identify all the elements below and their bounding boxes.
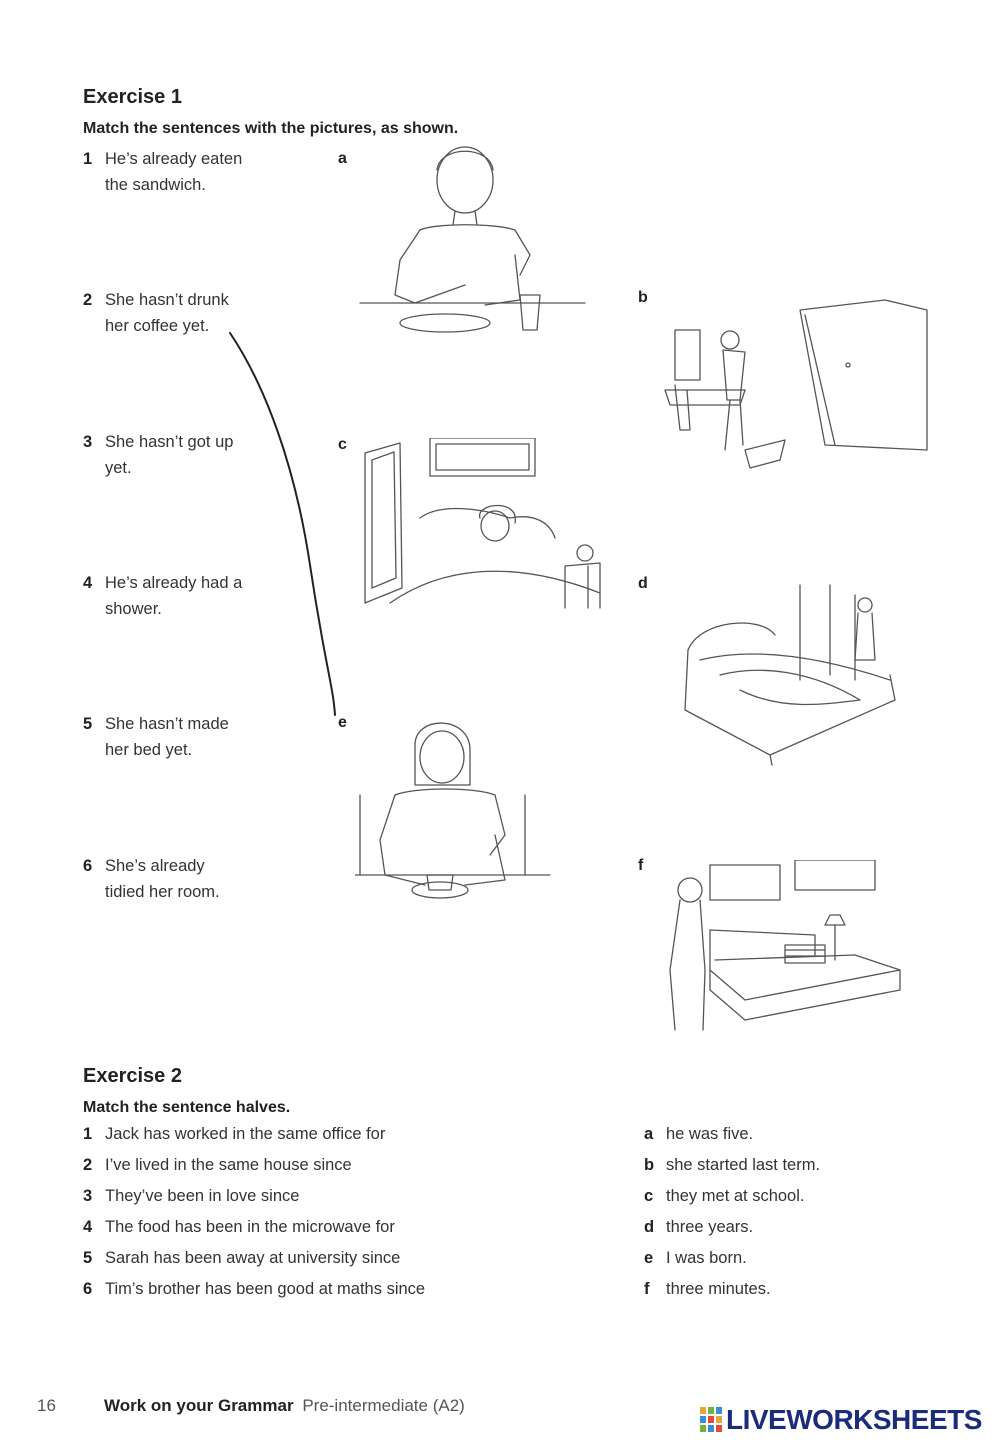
picture-letter-b: b (638, 289, 648, 306)
exercise1-instruction: Match the sentences with the pictures, a… (83, 120, 459, 137)
liveworksheets-wordmark: LIVEWORKSHEETS (726, 1404, 982, 1435)
picture-letter-a: a (338, 150, 347, 167)
picture-letter-c: c (338, 436, 347, 453)
book-title: Work on your Grammar (104, 1396, 294, 1415)
picture-d-unmade-bed-sketch (684, 584, 896, 766)
picture-letter-d: d (638, 575, 648, 592)
exercise1-title: Exercise 1 (83, 86, 182, 108)
liveworksheets-grid-icon (700, 1407, 722, 1432)
liveworksheets-logo: LIVEWORKSHEETS (700, 1404, 982, 1436)
picture-c-woman-in-bed-sketch (364, 438, 601, 609)
exercise2-title: Exercise 2 (83, 1065, 182, 1087)
picture-f-tidy-room-sketch (669, 860, 901, 1031)
picture-e-woman-coffee-sketch (355, 722, 551, 899)
example-match-line (229, 332, 336, 716)
exercise2-instruction: Match the sentence halves. (83, 1099, 291, 1116)
picture-b-man-shower-sketch (664, 299, 928, 469)
book-level: Pre-intermediate (A2) (302, 1396, 465, 1415)
picture-a-man-eating-sketch (359, 146, 586, 333)
picture-letter-f: f (638, 857, 644, 874)
picture-letter-e: e (338, 714, 347, 731)
page-number: 16 (37, 1396, 56, 1415)
book-footer: Work on your Grammar Pre-intermediate (A… (104, 1396, 465, 1416)
